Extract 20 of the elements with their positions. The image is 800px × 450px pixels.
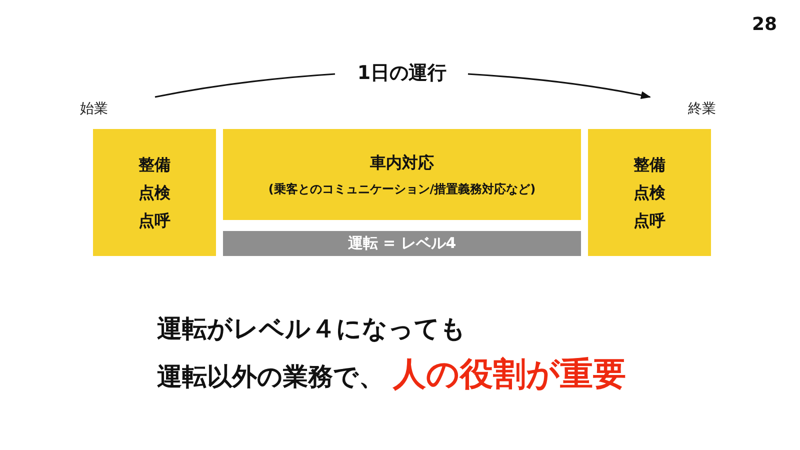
box-text: 点呼	[138, 210, 170, 232]
driving-bar	[223, 231, 581, 256]
box-text: 点呼	[634, 210, 666, 232]
box-heading: 整備	[634, 154, 666, 176]
box-heading: 車内対応	[370, 152, 434, 174]
emphasis-text: 人の役割が重要	[393, 354, 626, 394]
box-text: (乗客とのコミュニケーション/措置義務対応など)	[268, 181, 536, 198]
task-box	[588, 129, 711, 256]
box-heading: 運転 = レベル4	[348, 233, 456, 254]
message-text: 運転以外の業務で、	[157, 362, 384, 392]
task-box	[93, 129, 216, 256]
box-heading: 整備	[138, 154, 170, 176]
start-label: 始業	[80, 101, 108, 118]
page-number: 28	[752, 14, 778, 36]
box-text: 点検	[138, 182, 170, 204]
end-label: 終業	[688, 101, 716, 118]
box-text: 点検	[634, 182, 666, 204]
message-text: 運転がレベル４になっても	[157, 314, 466, 344]
timeline-label: 1日の運行	[356, 62, 448, 85]
task-box	[223, 129, 581, 220]
